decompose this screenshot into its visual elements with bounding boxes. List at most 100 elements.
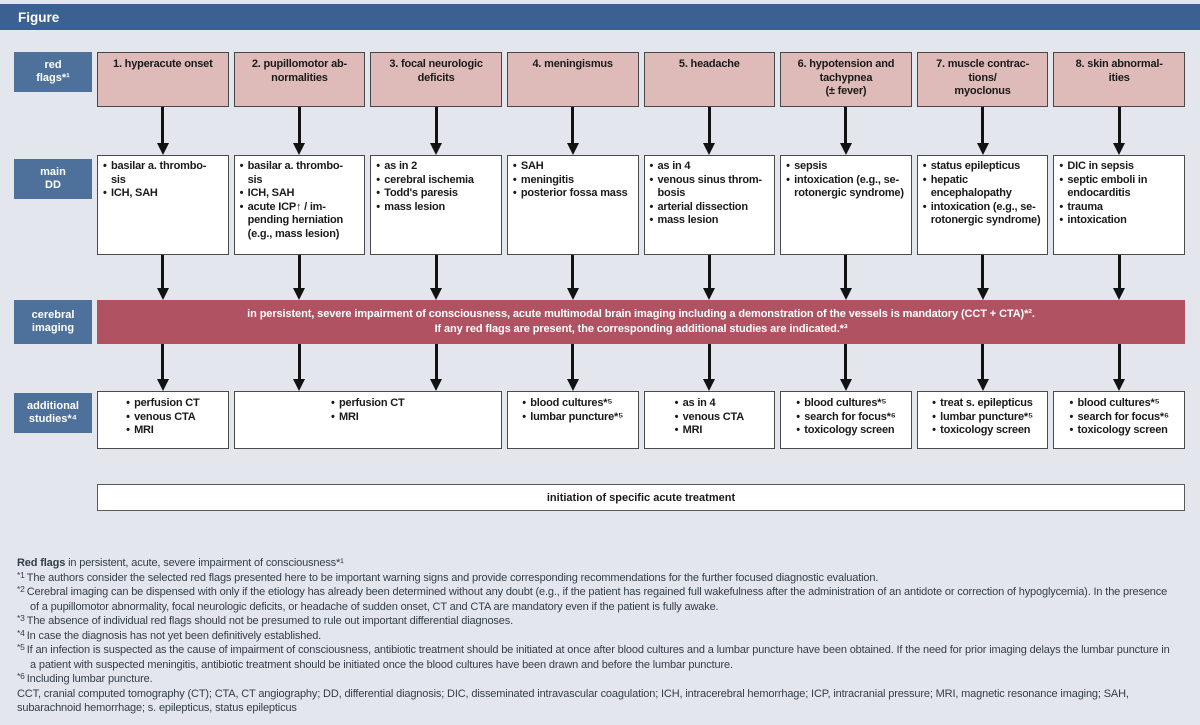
additional-box-2-3: •perfusion CT •MRI bbox=[233, 391, 502, 449]
down-arrow-icon bbox=[293, 255, 306, 300]
list-item: •arterial dissection bbox=[649, 200, 749, 213]
main-dd-boxes: •basilar a. thrombo- sis •ICH, SAH •basi… bbox=[97, 155, 1185, 255]
arrows-flags-to-dd bbox=[14, 107, 1185, 155]
bullet-icon: • bbox=[922, 173, 927, 186]
list-item: •SAH bbox=[512, 160, 544, 172]
additional-box-6: •blood cultures*⁵ •search for focus*⁶ •t… bbox=[780, 391, 912, 449]
bullet-icon: • bbox=[922, 160, 927, 172]
list-item: •as in 4 bbox=[649, 160, 691, 172]
dd-box-6: •sepsis •intoxication (e.g., se- rotoner… bbox=[780, 155, 912, 255]
footnote-marker: *3 bbox=[17, 613, 25, 623]
list-item: •perfusion CT bbox=[126, 397, 200, 409]
bullet-icon: • bbox=[1059, 160, 1064, 172]
down-arrow-icon bbox=[430, 255, 443, 300]
list-item: •basilar a. thrombo- sis bbox=[103, 160, 207, 186]
list-item: •sepsis bbox=[786, 160, 828, 172]
list-item: •hepatic encephalopathy bbox=[922, 173, 1012, 200]
list-item: •septic emboli in endocarditis bbox=[1059, 173, 1148, 200]
down-arrow-icon bbox=[156, 255, 169, 300]
spacer bbox=[14, 484, 92, 511]
down-arrow-icon bbox=[566, 344, 579, 391]
down-arrow-icon bbox=[1113, 255, 1126, 300]
down-arrow-icon bbox=[703, 255, 716, 300]
down-arrow-icon bbox=[839, 344, 852, 391]
list-item: •venous CTA bbox=[674, 410, 745, 423]
red-flag-box-4: 4. meningismus bbox=[506, 52, 639, 107]
list-item: •mass lesion bbox=[376, 200, 446, 213]
dd-box-2: •basilar a. thrombo- sis •ICH, SAH •acut… bbox=[233, 155, 366, 255]
down-arrow-icon bbox=[976, 344, 989, 391]
additional-box-8: •blood cultures*⁵ •search for focus*⁶ •t… bbox=[1053, 391, 1185, 449]
bullet-icon: • bbox=[796, 397, 800, 409]
red-flag-box-3: 3. focal neurologic deficits bbox=[370, 52, 502, 107]
bullet-icon: • bbox=[786, 173, 790, 186]
dd-box-4: •SAH •meningitis •posterior fossa mass bbox=[506, 155, 639, 255]
bullet-icon: • bbox=[932, 424, 936, 436]
list-item: •posterior fossa mass bbox=[512, 187, 628, 199]
dd-box-7: •status epilepticus •hepatic encephalopa… bbox=[916, 155, 1049, 255]
dd-box-1: •basilar a. thrombo- sis •ICH, SAH bbox=[97, 155, 229, 255]
arrows-dd-to-imaging bbox=[14, 255, 1185, 300]
list-item: •acute ICP↑ / im- pending herniation (e.… bbox=[239, 200, 344, 240]
down-arrow-icon bbox=[1113, 344, 1126, 391]
bullet-icon: • bbox=[376, 200, 380, 213]
red-flag-box-7: 7. muscle contrac- tions/ myoclonus bbox=[916, 52, 1049, 107]
down-arrow-icon bbox=[156, 107, 169, 155]
bullet-icon: • bbox=[649, 214, 654, 226]
list-item: •lumbar puncture*⁵ bbox=[932, 410, 1033, 423]
bullet-icon: • bbox=[796, 410, 800, 423]
down-arrow-icon bbox=[156, 344, 169, 391]
dd-box-5: •as in 4 •venous sinus throm- bosis •art… bbox=[643, 155, 776, 255]
list-item: •venous CTA bbox=[126, 410, 196, 423]
list-item: •cerebral ischemia bbox=[376, 173, 474, 186]
dd-box-8: •DIC in sepsis •septic emboli in endocar… bbox=[1053, 155, 1185, 255]
additional-box-1: •perfusion CT •venous CTA •MRI bbox=[97, 391, 229, 449]
bullet-icon: • bbox=[126, 397, 130, 409]
bullet-icon: • bbox=[1059, 200, 1064, 213]
list-item: •search for focus*⁶ bbox=[1069, 410, 1170, 423]
red-flags-row: red flags*¹ 1. hyperacute onset 2. pupil… bbox=[14, 52, 1185, 107]
main-dd-label: main DD bbox=[14, 159, 92, 199]
bullet-icon: • bbox=[649, 200, 654, 213]
list-item: •toxicology screen bbox=[932, 424, 1031, 436]
footnote-marker: *5 bbox=[17, 642, 25, 652]
bullet-icon: • bbox=[932, 410, 936, 423]
bullet-icon: • bbox=[796, 424, 800, 436]
red-flag-box-5: 5. headache bbox=[643, 52, 776, 107]
additional-box-5: •as in 4 •venous CTA •MRI bbox=[643, 391, 776, 449]
spacer bbox=[14, 107, 92, 155]
bullet-icon: • bbox=[376, 187, 380, 199]
list-item: •mass lesion bbox=[649, 214, 719, 226]
bullet-icon: • bbox=[512, 173, 517, 186]
down-arrow-icon bbox=[430, 107, 443, 155]
list-item: •ICH, SAH bbox=[103, 187, 158, 199]
bullet-icon: • bbox=[376, 160, 380, 172]
bullet-icon: • bbox=[649, 173, 654, 186]
list-item: •intoxication bbox=[1059, 214, 1127, 226]
red-flag-box-2: 2. pupillomotor ab- normalities bbox=[233, 52, 366, 107]
down-arrow-icon bbox=[566, 255, 579, 300]
bullet-icon: • bbox=[331, 410, 335, 423]
bullet-icon: • bbox=[126, 410, 130, 423]
down-arrow-icon bbox=[566, 107, 579, 155]
footnote-marker: *1 bbox=[17, 569, 25, 580]
bullet-icon: • bbox=[512, 187, 517, 199]
bullet-icon: • bbox=[649, 160, 654, 172]
list-item: •ICH, SAH bbox=[239, 187, 295, 199]
list-item: •blood cultures*⁵ bbox=[522, 397, 613, 409]
list-item: •basilar a. thrombo- sis bbox=[239, 160, 343, 186]
footnote-heading-bold: Red flags bbox=[17, 557, 66, 569]
bullet-icon: • bbox=[1069, 410, 1074, 423]
spacer bbox=[14, 344, 92, 391]
figure-area: red flags*¹ 1. hyperacute onset 2. pupil… bbox=[0, 30, 1200, 716]
list-item: •as in 2 bbox=[376, 160, 418, 172]
bullet-icon: • bbox=[239, 160, 244, 172]
list-item: •search for focus*⁶ bbox=[796, 410, 896, 423]
additional-box-4: •blood cultures*⁵ •lumbar puncture*⁵ bbox=[506, 391, 639, 449]
bullet-icon: • bbox=[522, 397, 526, 409]
